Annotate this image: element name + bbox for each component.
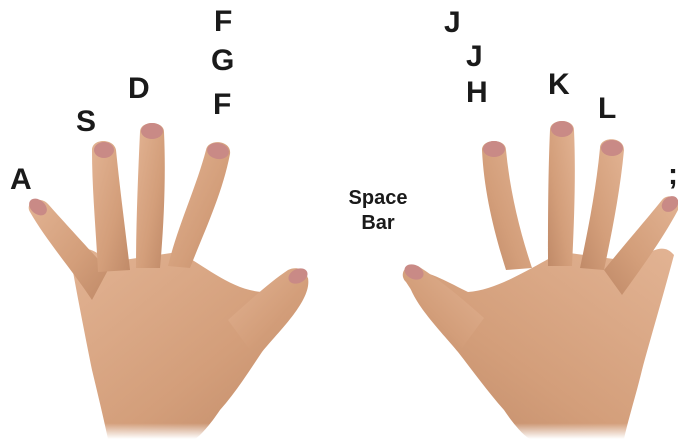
- key-label-f-reach: F: [214, 7, 232, 37]
- key-label-d: D: [128, 74, 150, 104]
- key-label-a: A: [10, 165, 32, 195]
- space-bar-label: Space Bar: [346, 186, 410, 236]
- key-label-j-home: J: [466, 42, 483, 72]
- key-label-f-home: F: [213, 90, 231, 120]
- left-ring-finger: [92, 141, 130, 272]
- right-index-finger: [482, 141, 532, 270]
- right-middle-finger: [548, 121, 575, 266]
- key-label-l: L: [598, 94, 616, 124]
- left-middle-nail: [141, 123, 163, 139]
- space-bar-line1: Space: [346, 186, 410, 211]
- right-middle-nail: [551, 121, 573, 137]
- key-label-semicolon: ;: [668, 160, 678, 190]
- key-label-h: H: [466, 78, 488, 108]
- key-label-j-reach: J: [444, 8, 461, 38]
- key-label-s: S: [76, 107, 96, 137]
- right-ring-nail: [601, 140, 623, 156]
- key-label-k: K: [548, 70, 570, 100]
- wrist-fade: [0, 360, 678, 439]
- left-middle-finger: [136, 123, 165, 268]
- left-ring-nail: [94, 142, 114, 158]
- right-ring-finger: [580, 139, 624, 270]
- space-bar-line2: Bar: [346, 211, 410, 236]
- left-index-finger: [168, 142, 230, 268]
- right-index-nail: [483, 141, 505, 157]
- key-label-g: G: [211, 46, 234, 76]
